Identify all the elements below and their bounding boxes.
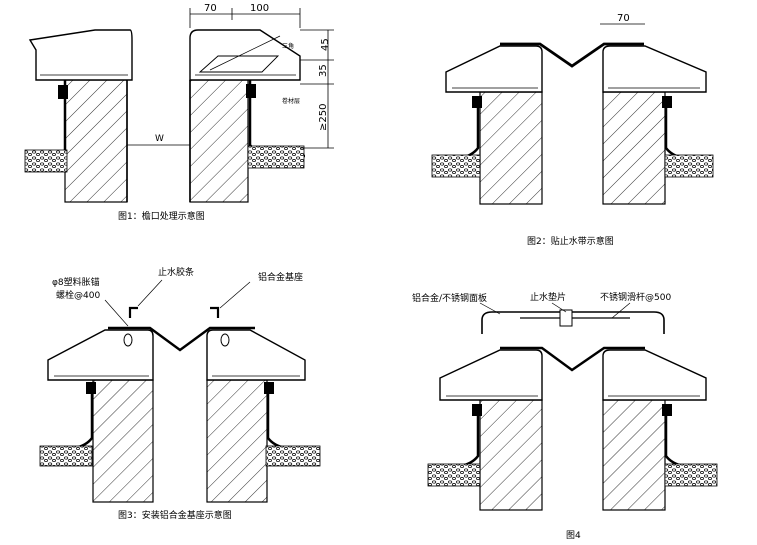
dim-70: 70 (617, 13, 630, 24)
left-wall (427, 349, 543, 511)
dim-100: 100 (250, 3, 269, 14)
leader-lines (479, 302, 631, 319)
top-dims (189, 8, 301, 28)
right-wall (602, 349, 718, 511)
right-dims (300, 29, 334, 149)
dim-250: ≥250 (318, 104, 329, 131)
caption-fig4: 图4 (566, 530, 581, 541)
label-strip: 止水胶条 (158, 266, 194, 278)
gasket (559, 309, 573, 327)
left-wall (431, 45, 543, 205)
caption-fig1: 图1：檐口处理示意图 (118, 210, 205, 222)
label-base: 铝合金基座 (258, 271, 303, 283)
left-wall (24, 29, 133, 203)
label-rod: 不锈钢滑杆@500 (600, 291, 671, 303)
right-wall (206, 329, 321, 503)
dim-35: 35 (318, 64, 329, 77)
note-2: 卷材层 (282, 97, 300, 105)
waterstop-band (108, 326, 255, 352)
caption-fig2: 图2：贴止水带示意图 (527, 235, 614, 247)
cover-panel (481, 311, 665, 334)
leader-lines (104, 279, 251, 327)
label-panel: 铝合金/不锈钢面板 (412, 292, 487, 304)
label-gasket: 止水垫片 (530, 291, 566, 303)
note-1: 三角 (282, 42, 294, 50)
dim-70: 70 (204, 3, 217, 14)
base-brackets (123, 306, 230, 347)
figure-2: 70 图2：贴止水带示意图 (431, 13, 714, 247)
right-wall (189, 29, 305, 203)
gap-dim-label: W (155, 134, 164, 144)
figure-1: W 70 100 45 35 ≥250 三角 卷材层 图1：檐口处理示意图 (24, 3, 334, 222)
label-anchor-1: φ8塑料胀锚 (52, 276, 100, 288)
waterstop-band (500, 42, 644, 68)
caption-fig3: 图3：安装铝合金基座示意图 (118, 509, 232, 521)
dim-45: 45 (320, 38, 331, 51)
figure-3: φ8塑料胀锚 螺栓@400 止水胶条 铝合金基座 图3：安装铝合金基座示意图 (39, 266, 321, 521)
figure-4: 铝合金/不锈钢面板 止水垫片 不锈钢滑杆@500 图4 (412, 291, 718, 541)
right-wall (602, 45, 714, 205)
label-anchor-2: 螺栓@400 (56, 289, 100, 301)
waterstop-band (500, 346, 645, 372)
left-wall (39, 329, 154, 503)
